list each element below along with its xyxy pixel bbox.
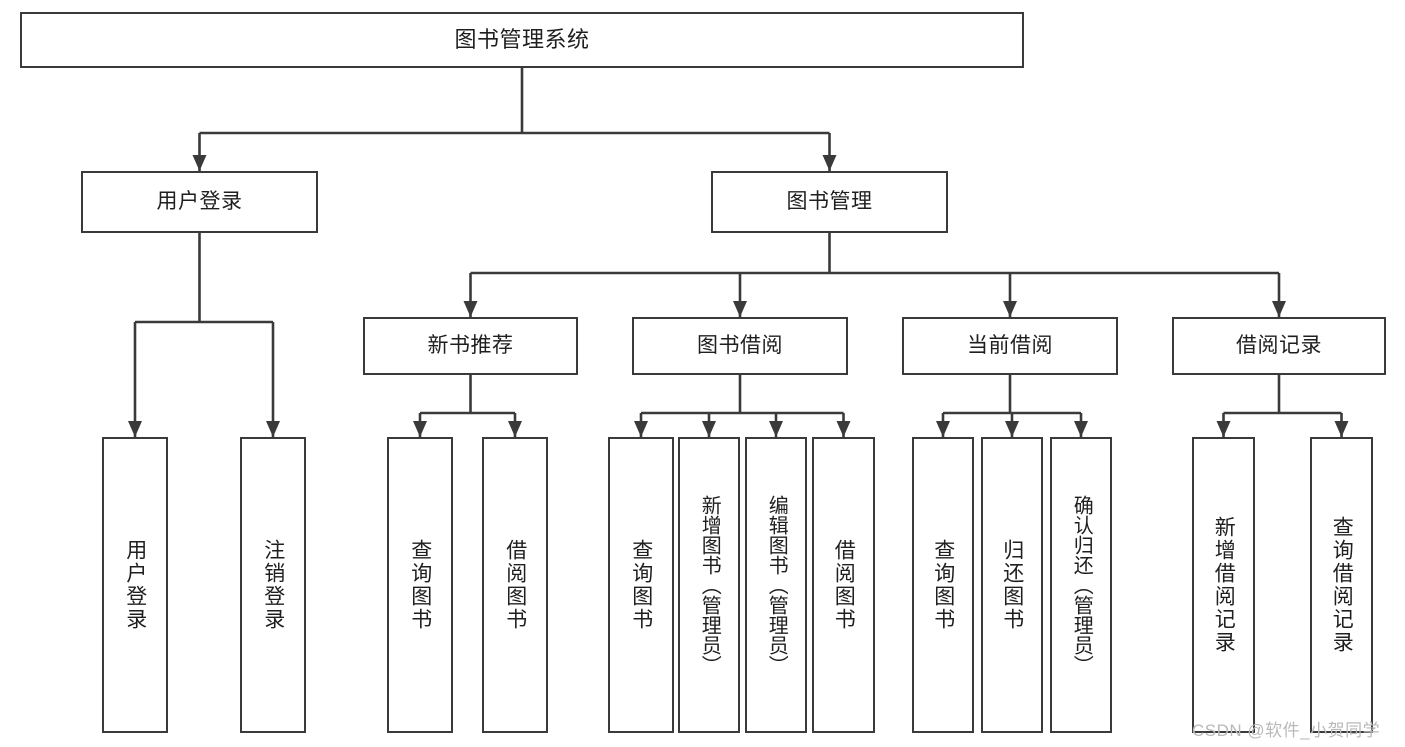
node-leaf-query-record[interactable]: 查询借阅记录 bbox=[1310, 437, 1373, 733]
node-label: 图书借阅 bbox=[697, 333, 783, 357]
node-label: 新书推荐 bbox=[427, 333, 514, 357]
node-label: 借阅记录 bbox=[1236, 333, 1322, 357]
node-leaf-query-book-new[interactable]: 查询图书 bbox=[387, 437, 453, 733]
arrow-head bbox=[463, 301, 478, 317]
node-label: 新增图书（管理员） bbox=[698, 495, 721, 675]
arrow-head bbox=[634, 421, 648, 437]
node-newbook[interactable]: 新书推荐 bbox=[363, 317, 578, 375]
arrow-head bbox=[1334, 421, 1349, 437]
node-borrow[interactable]: 图书借阅 bbox=[632, 317, 848, 375]
arrow-head bbox=[936, 421, 950, 437]
node-label: 新增借阅记录 bbox=[1212, 516, 1236, 654]
arrow-head bbox=[1272, 301, 1286, 317]
arrow-head bbox=[822, 155, 837, 171]
node-leaf-user-login[interactable]: 用户登录 bbox=[102, 437, 168, 733]
node-leaf-confirm-return-admin[interactable]: 确认归还（管理员） bbox=[1050, 437, 1112, 733]
node-leaf-user-logout[interactable]: 注销登录 bbox=[240, 437, 306, 733]
node-label: 查询图书 bbox=[931, 539, 955, 631]
arrow-head bbox=[769, 421, 783, 437]
arrow-head bbox=[128, 421, 142, 437]
node-label: 确认归还（管理员） bbox=[1070, 495, 1093, 675]
arrow-head bbox=[1005, 421, 1019, 437]
node-label: 图书管理系统 bbox=[454, 27, 590, 53]
node-leaf-borrow-book[interactable]: 借阅图书 bbox=[812, 437, 875, 733]
node-label: 当前借阅 bbox=[967, 333, 1053, 357]
node-leaf-add-book-admin[interactable]: 新增图书（管理员） bbox=[678, 437, 740, 733]
arrow-head bbox=[192, 155, 207, 171]
node-label: 查询借阅记录 bbox=[1330, 516, 1354, 654]
arrow-head bbox=[413, 421, 427, 437]
arrow-head bbox=[1216, 421, 1231, 437]
node-bookmgmt[interactable]: 图书管理 bbox=[711, 171, 948, 233]
arrow-head bbox=[702, 421, 716, 437]
node-label: 借阅图书 bbox=[503, 539, 527, 631]
node-label: 用户登录 bbox=[156, 189, 243, 213]
node-leaf-add-record[interactable]: 新增借阅记录 bbox=[1192, 437, 1255, 733]
node-label: 图书管理 bbox=[786, 189, 873, 213]
watermark-label: CSDN @软件_小贺同学 bbox=[1192, 721, 1381, 740]
node-leaf-edit-book-admin[interactable]: 编辑图书（管理员） bbox=[745, 437, 807, 733]
node-records[interactable]: 借阅记录 bbox=[1172, 317, 1386, 375]
arrow-head bbox=[836, 421, 851, 437]
arrow-head bbox=[733, 301, 747, 317]
node-label: 查询图书 bbox=[629, 539, 653, 631]
node-label: 编辑图书（管理员） bbox=[765, 495, 788, 675]
node-leaf-return-book[interactable]: 归还图书 bbox=[981, 437, 1043, 733]
node-leaf-query-book[interactable]: 查询图书 bbox=[608, 437, 674, 733]
arrow-head bbox=[508, 421, 522, 437]
arrow-head bbox=[1074, 421, 1088, 437]
node-label: 注销登录 bbox=[261, 539, 285, 631]
node-login[interactable]: 用户登录 bbox=[81, 171, 318, 233]
node-root[interactable]: 图书管理系统 bbox=[20, 12, 1024, 68]
node-leaf-query-book-current[interactable]: 查询图书 bbox=[912, 437, 974, 733]
node-label: 借阅图书 bbox=[832, 539, 856, 631]
arrow-head bbox=[1003, 301, 1017, 317]
node-label: 查询图书 bbox=[408, 539, 432, 631]
arrow-head bbox=[266, 421, 280, 437]
node-label: 用户登录 bbox=[123, 539, 147, 631]
node-current[interactable]: 当前借阅 bbox=[902, 317, 1118, 375]
node-label: 归还图书 bbox=[1000, 539, 1024, 631]
node-leaf-borrow-book-new[interactable]: 借阅图书 bbox=[482, 437, 548, 733]
